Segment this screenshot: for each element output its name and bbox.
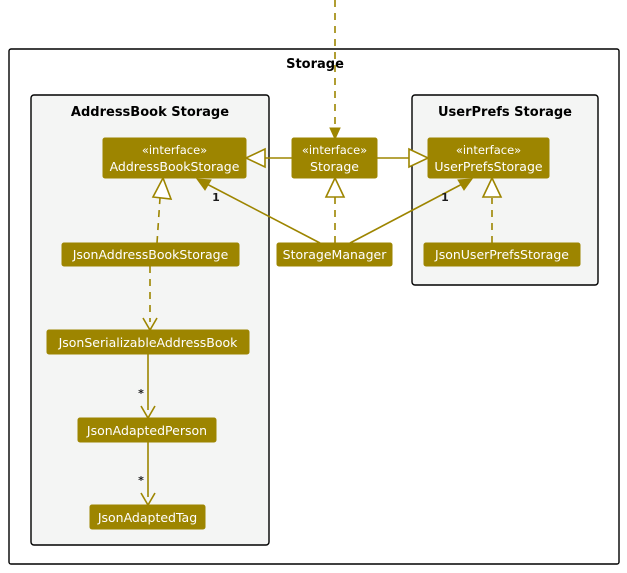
class-storage-name: Storage bbox=[310, 159, 359, 174]
class-userprefsstorage[interactable]: «interface» UserPrefsStorage bbox=[427, 137, 550, 179]
class-storagemanager-box[interactable] bbox=[276, 242, 393, 267]
arrowhead-jsonuserprefsstorage-to-userprefsstorage bbox=[481, 176, 503, 198]
class-userprefsstorage-name: UserPrefsStorage bbox=[434, 159, 542, 174]
link-storagemanager-to-addressbookstorage bbox=[202, 181, 321, 244]
arrowhead-storagemanager-to-storage bbox=[324, 176, 346, 198]
class-addressbookstorage-box[interactable] bbox=[102, 137, 247, 179]
class-storage[interactable]: «interface» Storage bbox=[291, 137, 378, 179]
arrowhead-storagemanager-to-userprefsstorage bbox=[457, 178, 474, 191]
package-addressbook-storage-title: AddressBook Storage bbox=[71, 105, 229, 120]
class-jsonadaptedtag[interactable]: JsonAdaptedTag bbox=[89, 504, 206, 530]
class-jsonserializableaddressbook-box[interactable] bbox=[46, 329, 250, 355]
multiplicity-addressbookstorage: 1 bbox=[212, 191, 220, 204]
class-storage-box[interactable] bbox=[291, 137, 378, 179]
arrowhead-storage-to-userprefsstorage bbox=[408, 147, 430, 169]
arrowhead-storage-to-addressbookstorage bbox=[244, 147, 266, 169]
class-storage-stereotype: «interface» bbox=[302, 143, 367, 157]
class-userprefsstorage-stereotype: «interface» bbox=[456, 143, 521, 157]
class-jsonserializableaddressbook[interactable]: JsonSerializableAddressBook bbox=[46, 329, 250, 355]
class-jsonuserprefsstorage[interactable]: JsonUserPrefsStorage bbox=[423, 242, 581, 267]
class-addressbookstorage[interactable]: «interface» AddressBookStorage bbox=[102, 137, 247, 179]
class-jsonaddressbookstorage-box[interactable] bbox=[61, 242, 240, 267]
package-storage-title: Storage bbox=[286, 57, 344, 72]
class-addressbookstorage-stereotype: «interface» bbox=[142, 143, 207, 157]
class-jsonadaptedperson[interactable]: JsonAdaptedPerson bbox=[77, 417, 217, 443]
class-jsonuserprefsstorage-name: JsonUserPrefsStorage bbox=[434, 247, 569, 262]
multiplicity-userprefsstorage: 1 bbox=[441, 191, 449, 204]
arrowhead-external-to-storage bbox=[329, 127, 341, 141]
class-userprefsstorage-box[interactable] bbox=[427, 137, 550, 179]
class-jsonserializableaddressbook-name: JsonSerializableAddressBook bbox=[58, 335, 239, 350]
class-storagemanager[interactable]: StorageManager bbox=[276, 242, 393, 267]
package-userprefs-storage-title: UserPrefs Storage bbox=[438, 105, 572, 120]
link-storagemanager-to-userprefsstorage bbox=[349, 181, 467, 244]
class-jsonadaptedperson-name: JsonAdaptedPerson bbox=[86, 423, 207, 438]
class-storagemanager-name: StorageManager bbox=[283, 247, 388, 262]
class-jsonadaptedperson-box[interactable] bbox=[77, 417, 217, 443]
arrowhead-jsonaddressbookstorage-to-addressbookstorage bbox=[151, 176, 173, 200]
class-addressbookstorage-name: AddressBookStorage bbox=[110, 159, 240, 174]
arrowhead-storagemanager-to-addressbookstorage bbox=[195, 178, 212, 191]
class-jsonaddressbookstorage[interactable]: JsonAddressBookStorage bbox=[61, 242, 240, 267]
multiplicity-jsonadaptedtag: * bbox=[138, 474, 144, 487]
multiplicity-jsonadaptedperson: * bbox=[138, 387, 144, 400]
class-jsonadaptedtag-name: JsonAdaptedTag bbox=[97, 510, 197, 525]
class-jsonadaptedtag-box[interactable] bbox=[89, 504, 206, 530]
class-jsonuserprefsstorage-box[interactable] bbox=[423, 242, 581, 267]
class-jsonaddressbookstorage-name: JsonAddressBookStorage bbox=[72, 247, 229, 262]
